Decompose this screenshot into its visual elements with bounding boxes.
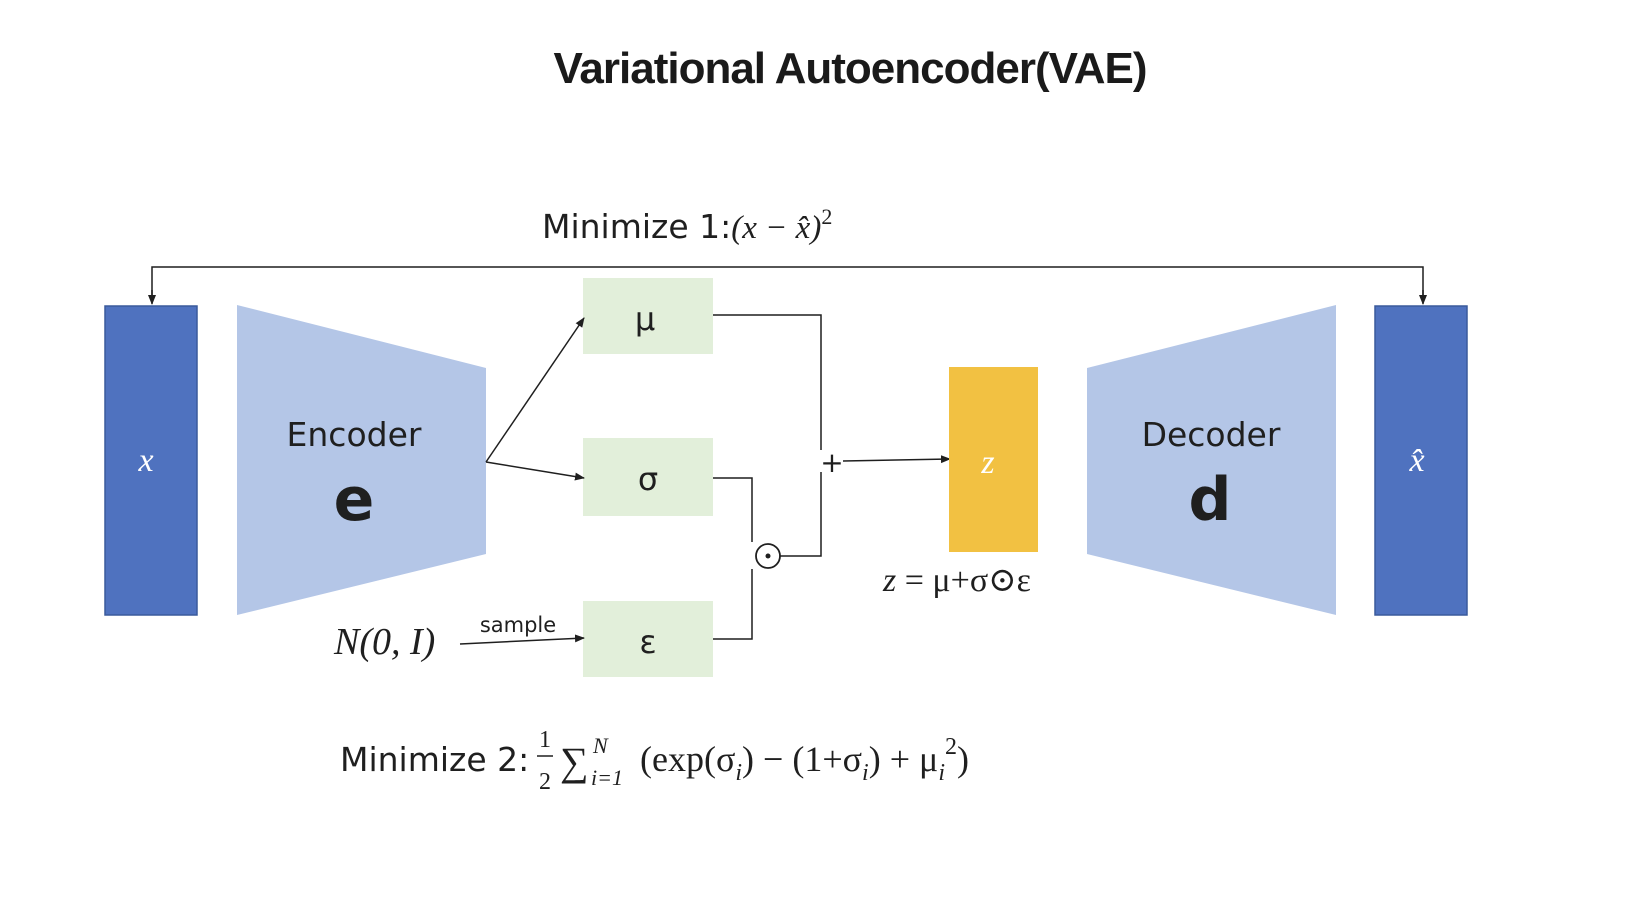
eps-box [583,601,713,677]
sample-label: sample [480,613,556,637]
sigma-box [583,438,713,516]
latent-formula: z = μ+σ⊙ε [882,562,1031,599]
plus-operator: + [820,446,843,479]
output-symbol: x̂ [1408,442,1424,479]
svg-text:i=1: i=1 [591,765,623,790]
hadamard-to-plus-line [780,472,822,557]
page-title: Variational Autoencoder(VAE) [553,44,1148,93]
noise-source: N(0, I) [333,621,435,663]
arrow-sample-to-eps [459,634,585,645]
latent-symbol: z [980,444,994,481]
input-symbol: x [137,442,153,479]
latent-block [949,367,1038,552]
svg-text:1: 1 [539,727,551,753]
output-block [1374,305,1468,616]
input-block [104,305,198,616]
svg-text:2: 2 [539,769,551,795]
hadamard-dot [765,553,771,559]
decoder-block [1087,305,1336,615]
mu-box [583,278,713,354]
loss2-formula: Minimize 2: 1 2 ∑ N i=1 (exp(σi) − (1+σi… [340,727,969,795]
sigma-to-hadamard-line [713,477,753,542]
encoder-label: Encoder [287,415,422,454]
decoder-symbol: d [1189,465,1232,535]
encoder-block [237,305,486,615]
arrow-plus-to-z [842,455,951,464]
eps-symbol: ε [639,623,656,661]
svg-text:(exp(σi) − (1+σi) + μi2): (exp(σi) − (1+σi) + μi2) [640,734,969,786]
arrow-encoder-to-mu [485,317,585,463]
svg-text:N: N [592,733,609,758]
sigma-symbol: σ [638,460,658,498]
svg-text:∑: ∑ [560,739,589,784]
reconstruction-connector [151,266,1424,302]
svg-text:Minimize 2:: Minimize 2: [340,740,529,779]
loss1-formula: Minimize 1:(x − x̂)2 [542,204,832,246]
mu-to-plus-line [713,314,822,450]
mu-symbol: μ [635,300,655,338]
encoder-symbol: e [334,465,375,535]
eps-to-hadamard-line [713,569,753,640]
arrow-encoder-to-sigma [485,461,585,481]
decoder-label: Decoder [1142,415,1281,454]
